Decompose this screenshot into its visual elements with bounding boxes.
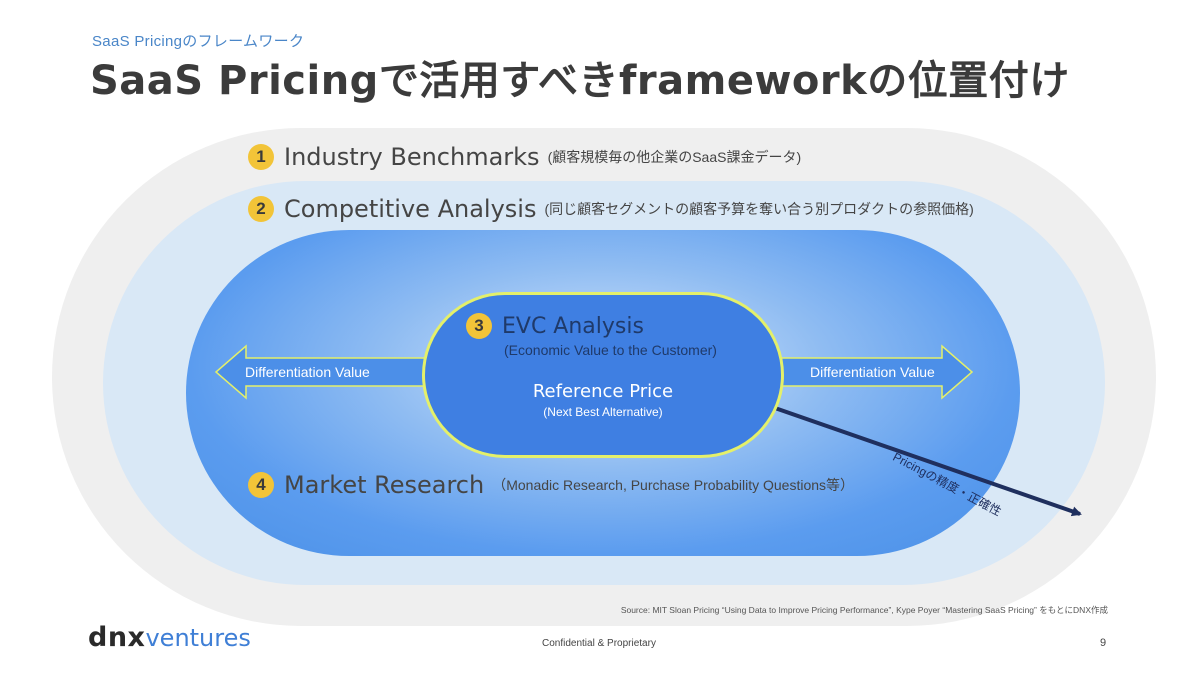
number-badge: 4 (248, 472, 274, 498)
framework-note: (顧客規模毎の他企業のSaaS課金データ) (547, 149, 802, 165)
number-badge: 2 (248, 196, 274, 222)
right-differentiation-arrow (775, 344, 974, 400)
framework-note: (同じ顧客セグメントの顧客予算を奪い合う別プロダクトの参照価格) (544, 201, 974, 217)
confidential-label: Confidential & Proprietary (542, 638, 656, 649)
framework-note: （Monadic Research, Purchase Probability … (492, 477, 855, 493)
logo-dnx: dnx (88, 622, 146, 653)
source-note: Source: MIT Sloan Pricing “Using Data to… (620, 605, 1108, 615)
framework-industry-benchmarks: 1 Industry Benchmarks (顧客規模毎の他企業のSaaS課金デ… (248, 143, 801, 171)
logo-ventures: ventures (145, 624, 251, 652)
right-arrow-label: Differentiation Value (810, 364, 935, 380)
dnx-ventures-logo: dnxventures (88, 622, 251, 653)
framework-market-research: 4 Market Research （Monadic Research, Pur… (248, 471, 854, 499)
framework-name: Market Research (284, 471, 485, 499)
slide-title: SaaS Pricingで活用すべきframeworkの位置付け (90, 58, 1070, 104)
framework-competitive-analysis: 2 Competitive Analysis (同じ顧客セグメントの顧客予算を奪… (248, 195, 974, 223)
number-badge: 3 (466, 313, 492, 339)
reference-price-label: Reference Price (532, 381, 674, 402)
left-arrow-label: Differentiation Value (245, 364, 370, 380)
framework-name: Industry Benchmarks (284, 143, 540, 171)
framework-name: Competitive Analysis (284, 195, 537, 223)
framework-evc-analysis: 3 EVC Analysis (466, 313, 644, 339)
number-badge: 1 (248, 144, 274, 170)
evc-note: (Economic Value to the Customer) (504, 342, 717, 358)
left-differentiation-arrow (214, 344, 431, 400)
accuracy-diagonal-arrow (750, 397, 1082, 517)
slide-subtitle: SaaS Pricingのフレームワーク (92, 33, 305, 50)
reference-price-sub: (Next Best Alternative) (543, 405, 663, 419)
framework-name: EVC Analysis (502, 313, 644, 339)
page-number: 9 (1100, 637, 1107, 649)
